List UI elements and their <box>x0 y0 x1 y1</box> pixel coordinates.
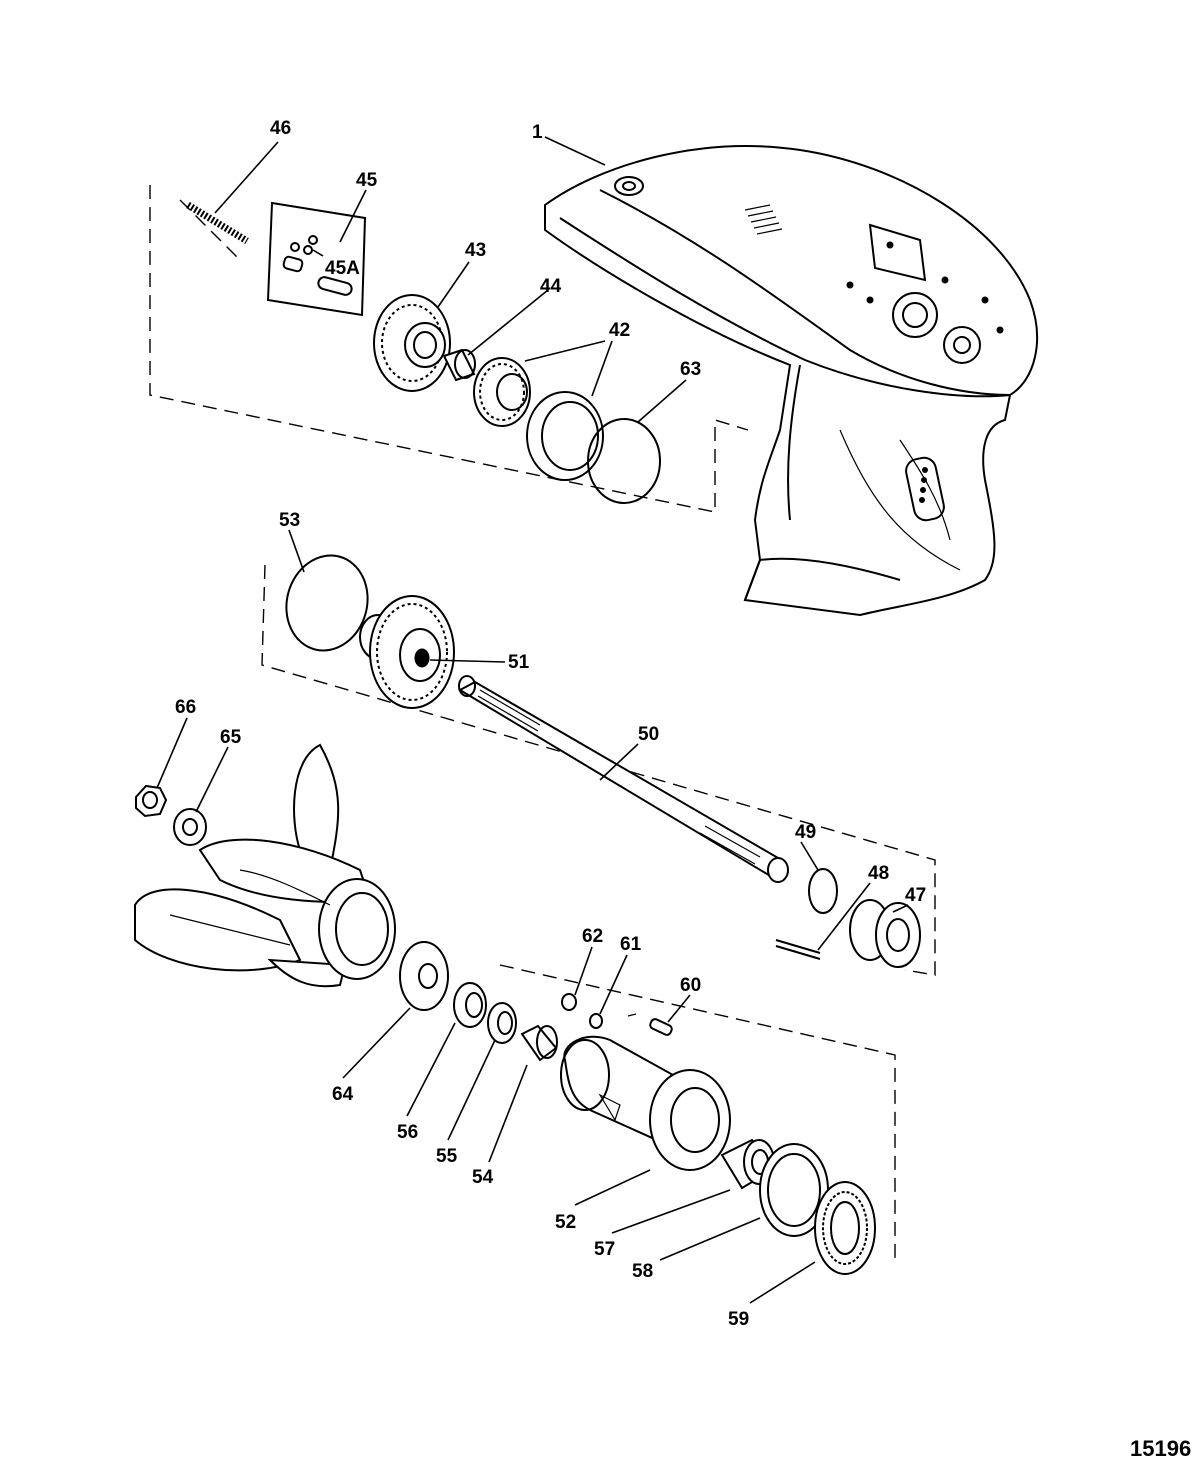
part-46-spring <box>186 202 249 244</box>
callout-55: 55 <box>436 1146 458 1167</box>
part-65-tab-washer <box>173 808 207 846</box>
callout-53: 53 <box>279 510 300 531</box>
callout-42: 42 <box>609 320 630 341</box>
callout-44: 44 <box>540 276 562 297</box>
part-42-tapered-bearing <box>473 357 604 481</box>
part-54-bearing <box>520 1024 558 1062</box>
propeller <box>134 743 396 988</box>
part-61-o-ring <box>589 1013 603 1029</box>
callout-46: 46 <box>270 118 291 139</box>
callout-61: 61 <box>620 934 642 955</box>
callout-47: 47 <box>905 885 926 906</box>
callout-63: 63 <box>680 359 701 380</box>
callout-59: 59 <box>728 1309 749 1330</box>
callout-66: 66 <box>175 697 196 718</box>
callout-56: 56 <box>397 1122 418 1143</box>
callout-57: 57 <box>594 1239 615 1260</box>
callout-64: 64 <box>332 1084 354 1105</box>
part-48-pin <box>775 939 821 960</box>
figure-id: 15196 <box>1130 1436 1191 1461</box>
part-52-bearing-carrier <box>560 1035 731 1171</box>
part-45-kit <box>266 201 367 317</box>
callout-60: 60 <box>680 975 701 996</box>
callout-1: 1 <box>532 122 543 143</box>
callout-52: 52 <box>555 1212 576 1233</box>
part-51-forward-gear <box>359 595 455 709</box>
part-47-clutch <box>849 899 921 968</box>
housing-vent-slots <box>744 204 783 235</box>
leader-lines <box>156 136 909 1304</box>
part-56-seal <box>453 982 487 1028</box>
part-63-o-ring <box>587 418 661 504</box>
part-44-roller-bearing <box>442 348 476 382</box>
callout-51: 51 <box>508 652 530 673</box>
part-43-pinion-gear <box>373 294 451 392</box>
part-66-nut <box>135 784 168 818</box>
part-64-washer <box>399 941 449 1011</box>
callout-48: 48 <box>868 863 889 884</box>
callout-43: 43 <box>465 240 486 261</box>
callout-45a: 45A <box>325 258 360 279</box>
callout-49: 49 <box>795 822 816 843</box>
part-59-thrust-bearing <box>814 1181 876 1275</box>
callout-50: 50 <box>638 724 659 745</box>
part-53-o-ring <box>285 554 369 652</box>
part-50-propeller-shaft <box>457 675 789 883</box>
callout-45: 45 <box>356 170 378 191</box>
callout-labels: 1 46 45 45A 43 44 42 63 53 51 50 49 48 4… <box>175 118 926 1330</box>
part-49-ring <box>808 868 838 914</box>
assembly-group-outlines <box>149 185 936 1258</box>
part-60-pin <box>627 1013 673 1036</box>
callout-62: 62 <box>582 926 603 947</box>
gear-housing <box>544 145 1038 617</box>
callout-65: 65 <box>220 727 242 748</box>
callout-58: 58 <box>632 1261 653 1282</box>
part-55-washer <box>487 1002 517 1044</box>
part-58-thrust-washer <box>759 1143 829 1237</box>
callout-54: 54 <box>472 1167 494 1188</box>
part-62-nut <box>561 993 577 1011</box>
